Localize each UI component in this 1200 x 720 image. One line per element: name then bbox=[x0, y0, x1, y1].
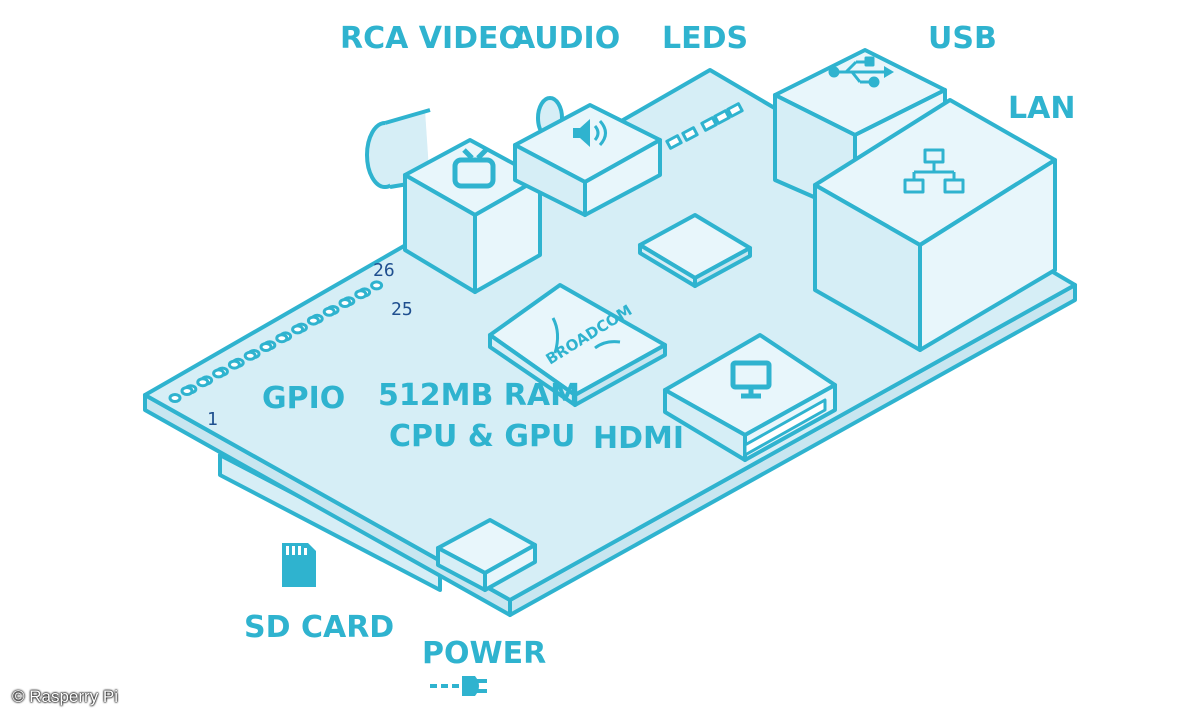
tv-icon bbox=[452, 148, 496, 189]
label-sd-card: SD CARD bbox=[244, 610, 394, 645]
gpio-pin bbox=[275, 333, 289, 344]
gpio-pin bbox=[291, 324, 305, 335]
gpio-pin bbox=[168, 393, 182, 403]
label-lan: LAN bbox=[1008, 91, 1075, 126]
label-rca-video: RCA VIDEO bbox=[340, 21, 524, 56]
gpio-pin bbox=[243, 350, 257, 361]
label-power: POWER bbox=[422, 636, 546, 671]
label-hdmi: HDMI bbox=[593, 421, 684, 456]
label-leds: LEDS bbox=[662, 21, 748, 56]
gpio-pin bbox=[306, 315, 320, 326]
broadcom-cpu-chip bbox=[488, 283, 667, 407]
gpio-pin-25-label: 25 bbox=[391, 299, 413, 320]
label-usb: USB bbox=[928, 21, 997, 56]
copyright-credit: © Rasperry Pi bbox=[12, 687, 119, 706]
status-leds bbox=[665, 102, 744, 150]
network-icon bbox=[903, 148, 965, 194]
label-gpio: GPIO bbox=[262, 381, 345, 416]
power-connector bbox=[436, 518, 537, 592]
gpio-pin bbox=[338, 298, 352, 308]
monitor-icon bbox=[730, 360, 772, 399]
power-plug-icon bbox=[430, 676, 487, 696]
gpio-header bbox=[168, 280, 384, 403]
gpio-pin bbox=[322, 306, 336, 317]
gpio-pin-26-label: 26 bbox=[373, 260, 395, 281]
label-ram: 512MB RAM bbox=[378, 378, 580, 413]
rca-video-connector bbox=[365, 108, 542, 294]
label-cpu-gpu: CPU & GPU bbox=[389, 419, 575, 454]
label-audio: AUDIO bbox=[512, 21, 620, 56]
gpio-pin bbox=[196, 377, 210, 388]
usb-icon bbox=[828, 56, 894, 88]
gpio-pin bbox=[180, 386, 194, 396]
gpio-pin bbox=[370, 280, 384, 291]
small-chip bbox=[638, 213, 752, 288]
gpio-pin bbox=[259, 342, 273, 352]
gpio-pin bbox=[212, 368, 226, 379]
sd-card-icon bbox=[282, 543, 316, 587]
gpio-pin bbox=[227, 359, 241, 370]
speaker-icon bbox=[573, 119, 607, 147]
gpio-pin bbox=[354, 289, 368, 300]
gpio-pin-1-label: 1 bbox=[207, 409, 218, 430]
